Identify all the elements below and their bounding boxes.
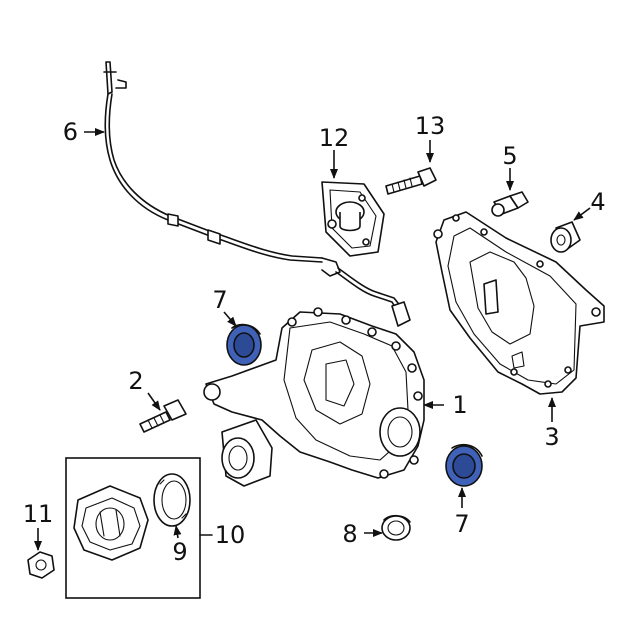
callout-arrows <box>34 128 591 551</box>
callout-1: 1 <box>452 391 467 419</box>
part-10-cv-joint <box>73 485 149 561</box>
part-7-seal-lower <box>445 443 483 487</box>
callout-7-top: 7 <box>212 286 227 314</box>
callout-5: 5 <box>502 142 517 170</box>
part-11-nut <box>27 551 55 579</box>
callout-12: 12 <box>319 124 350 152</box>
part-6-sensor-harness <box>103 61 411 327</box>
part-12-mount <box>321 181 385 257</box>
callout-9: 9 <box>172 538 187 566</box>
callout-11: 11 <box>23 500 54 528</box>
callout-13: 13 <box>415 112 446 140</box>
part-4-bushing <box>550 221 581 253</box>
part-2-bolt <box>139 399 187 433</box>
callout-8: 8 <box>342 520 357 548</box>
part-9-snap-ring <box>153 473 191 527</box>
callout-10: 10 <box>215 521 246 549</box>
part-1-housing <box>203 307 425 487</box>
callout-4: 4 <box>590 188 605 216</box>
part-8-plug <box>381 514 411 541</box>
part-5-vent <box>491 191 529 217</box>
callout-6: 6 <box>63 118 78 146</box>
part-13-bolt <box>385 167 437 195</box>
callout-labels: 6 12 13 5 4 7 1 2 3 7 8 9 10 11 <box>23 112 606 566</box>
callout-2: 2 <box>128 367 143 395</box>
part-7-seal-upper <box>226 323 262 366</box>
callout-7-bottom: 7 <box>454 510 469 538</box>
part-3-cover <box>433 211 605 395</box>
callout-3: 3 <box>544 423 559 451</box>
